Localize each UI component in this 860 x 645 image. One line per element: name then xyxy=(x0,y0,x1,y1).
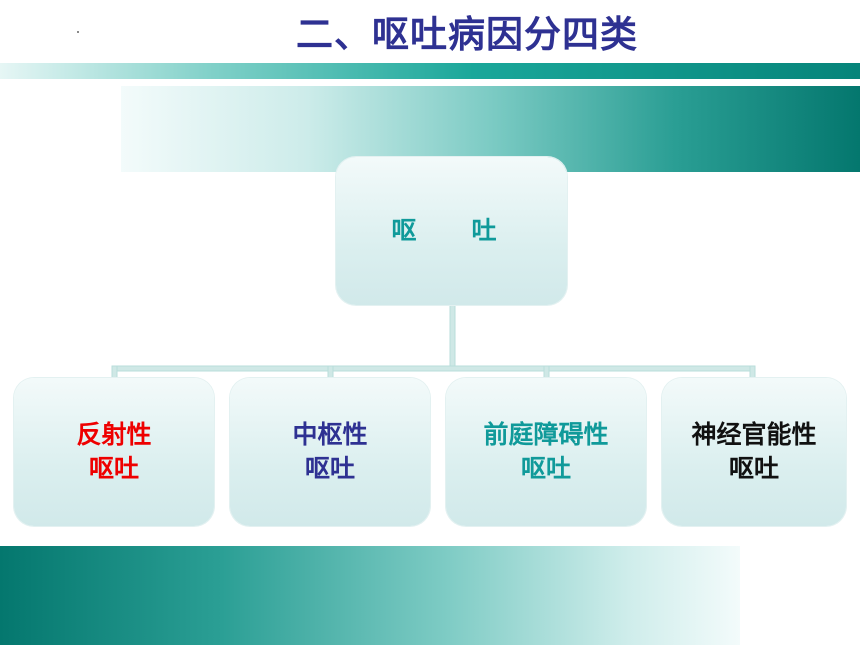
bottom-gradient-band xyxy=(0,546,740,645)
node-central-vomiting: 中枢性 呕吐 xyxy=(230,378,430,526)
corner-dot xyxy=(77,31,79,33)
node-label-line2: 呕吐 xyxy=(304,454,355,483)
node-reflex-vomiting: 反射性 呕吐 xyxy=(14,378,214,526)
horizontal-branch-line xyxy=(111,365,756,372)
root-stem-line xyxy=(449,304,456,370)
node-label-line1: 神经官能性 xyxy=(691,420,817,449)
node-vestibular-vomiting: 前庭障碍性 呕吐 xyxy=(446,378,646,526)
slide-title: 二、呕吐病因分四类 xyxy=(296,13,638,56)
node-label-line1: 反射性 xyxy=(76,420,152,449)
node-neurotic-vomiting: 神经官能性 呕吐 xyxy=(662,378,846,526)
node-label-line2: 呕吐 xyxy=(728,454,779,483)
root-node-label: 呕 吐 xyxy=(391,216,512,245)
node-label-line1: 中枢性 xyxy=(292,420,368,449)
title-underline-band xyxy=(0,63,860,79)
node-label-line2: 呕吐 xyxy=(88,454,139,483)
node-label-line2: 呕吐 xyxy=(520,454,571,483)
node-label-line1: 前庭障碍性 xyxy=(483,420,609,449)
root-node-vomiting: 呕 吐 xyxy=(336,157,567,305)
